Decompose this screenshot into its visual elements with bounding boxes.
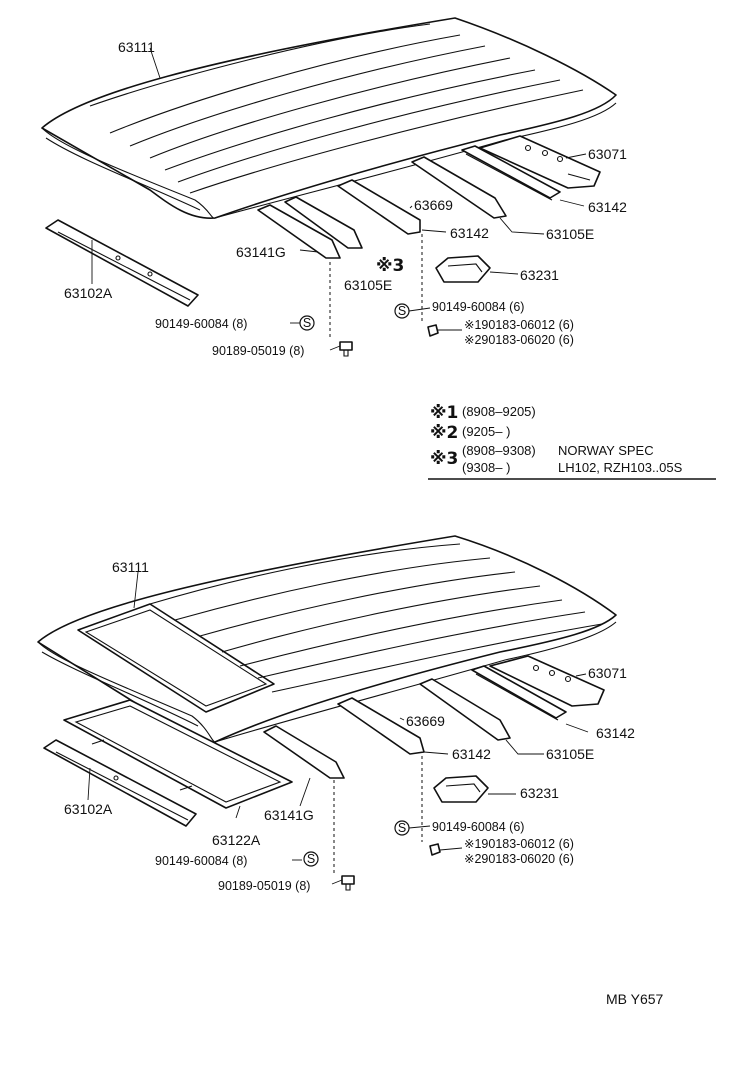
top-roof-rail-outer[interactable]: [411, 156, 507, 219]
label-marked-rail: 63105E: [344, 277, 392, 293]
label-roof-bow-mid: 63142: [450, 225, 489, 241]
label-roof-bow-rear: 63142: [588, 199, 627, 215]
legend-text-1: (8908–9205): [462, 404, 536, 419]
legend-text-3: (8908–9308): [462, 443, 536, 458]
label-roof-bow-front-rail: 63669: [414, 197, 453, 213]
top-screw-rear-symbol: S: [394, 303, 410, 319]
bottom-roof-bow-front-rail[interactable]: [337, 697, 425, 755]
bottom-assembly: S S 63: [37, 535, 635, 893]
screw-symbol-text: S: [303, 316, 311, 330]
label-rear-rail-bracket: 63071: [588, 665, 627, 681]
legend-note-4: LH102, RZH103..05S: [558, 460, 683, 475]
label-roof-rail-outer: 63105E: [546, 226, 594, 242]
legend-mark-1: ※1: [430, 403, 458, 423]
label-front-rail: 63141G: [236, 244, 286, 260]
legend-note-3: NORWAY SPEC: [558, 443, 654, 458]
legend-mark-3: ※3: [430, 449, 458, 469]
top-roof-panel[interactable]: [41, 17, 617, 219]
top-clip[interactable]: [435, 255, 491, 283]
label-nut2: ※290183-06020 (6): [464, 852, 574, 866]
label-clip: 63231: [520, 785, 559, 801]
label-header-strip: 63102A: [64, 285, 113, 301]
bottom-rear-rail-bracket[interactable]: [489, 655, 605, 707]
label-roof-bow-rear: 63142: [596, 725, 635, 741]
top-roof-bow-rear[interactable]: [461, 145, 561, 201]
top-bolt-front[interactable]: [339, 341, 353, 357]
bottom-roof-rail-outer[interactable]: [419, 678, 511, 741]
top-front-rail[interactable]: [257, 196, 363, 259]
label-screw-front: 90149-60084 (8): [155, 317, 247, 331]
bottom-roof-bow-rear[interactable]: [471, 665, 567, 721]
label-sunroof-frame: 63122A: [212, 832, 261, 848]
bottom-roof-panel[interactable]: [37, 535, 617, 743]
label-marked-rail-mark: ※3: [376, 256, 404, 276]
label-roof-panel: 63111: [118, 39, 155, 55]
bottom-sunroof-frame[interactable]: [63, 699, 293, 809]
label-screw-front: 90149-60084 (8): [155, 854, 247, 868]
label-roof-rail-outer: 63105E: [546, 746, 594, 762]
top-assembly: S S: [41, 17, 627, 358]
label-screw-rear: 90149-60084 (6): [432, 820, 524, 834]
legend-mark-2: ※2: [430, 423, 458, 443]
legend-text-2: (9205– ): [462, 424, 510, 439]
label-roof-panel: 63111: [112, 559, 149, 575]
label-screw-rear: 90149-60084 (6): [432, 300, 524, 314]
bottom-screw-front-symbol: S: [303, 851, 319, 867]
top-header-strip[interactable]: [45, 219, 199, 307]
label-roof-bow-mid: 63142: [452, 746, 491, 762]
label-roof-bow-front-rail: 63669: [406, 713, 445, 729]
top-screw-front-symbol: S: [299, 315, 315, 331]
bottom-header-strip[interactable]: [43, 739, 197, 827]
label-rear-rail-bracket: 63071: [588, 146, 627, 162]
label-nut1: ※190183-06012 (6): [464, 837, 574, 851]
bottom-front-rail[interactable]: [263, 725, 345, 779]
bottom-clip[interactable]: [433, 775, 489, 803]
bottom-nut[interactable]: [429, 843, 441, 856]
label-bolt-front: 90189-05019 (8): [218, 879, 310, 893]
bottom-bolt-front[interactable]: [341, 875, 355, 891]
legend-text-4: (9308– ): [462, 460, 510, 475]
diagram-code: MB Y657: [606, 991, 664, 1007]
label-front-rail: 63141G: [264, 807, 314, 823]
top-leader-lines: [91, 47, 587, 351]
applicability-legend: ※1 (8908–9205) ※2 (9205– ) ※3 (8908–9308…: [428, 403, 716, 480]
label-bolt-front: 90189-05019 (8): [212, 344, 304, 358]
top-nut[interactable]: [427, 324, 439, 337]
screw-symbol-text: S: [398, 821, 406, 835]
screw-symbol-text: S: [307, 852, 315, 866]
label-nut2: ※290183-06020 (6): [464, 333, 574, 347]
label-nut1: ※190183-06012 (6): [464, 318, 574, 332]
top-rear-rail-bracket[interactable]: [479, 135, 601, 189]
bottom-leader-lines: [87, 571, 589, 885]
top-roof-bow-front-rail[interactable]: [337, 179, 421, 235]
label-clip: 63231: [520, 267, 559, 283]
bottom-screw-rear-symbol: S: [394, 820, 410, 836]
label-header-strip: 63102A: [64, 801, 113, 817]
screw-symbol-text: S: [398, 304, 406, 318]
